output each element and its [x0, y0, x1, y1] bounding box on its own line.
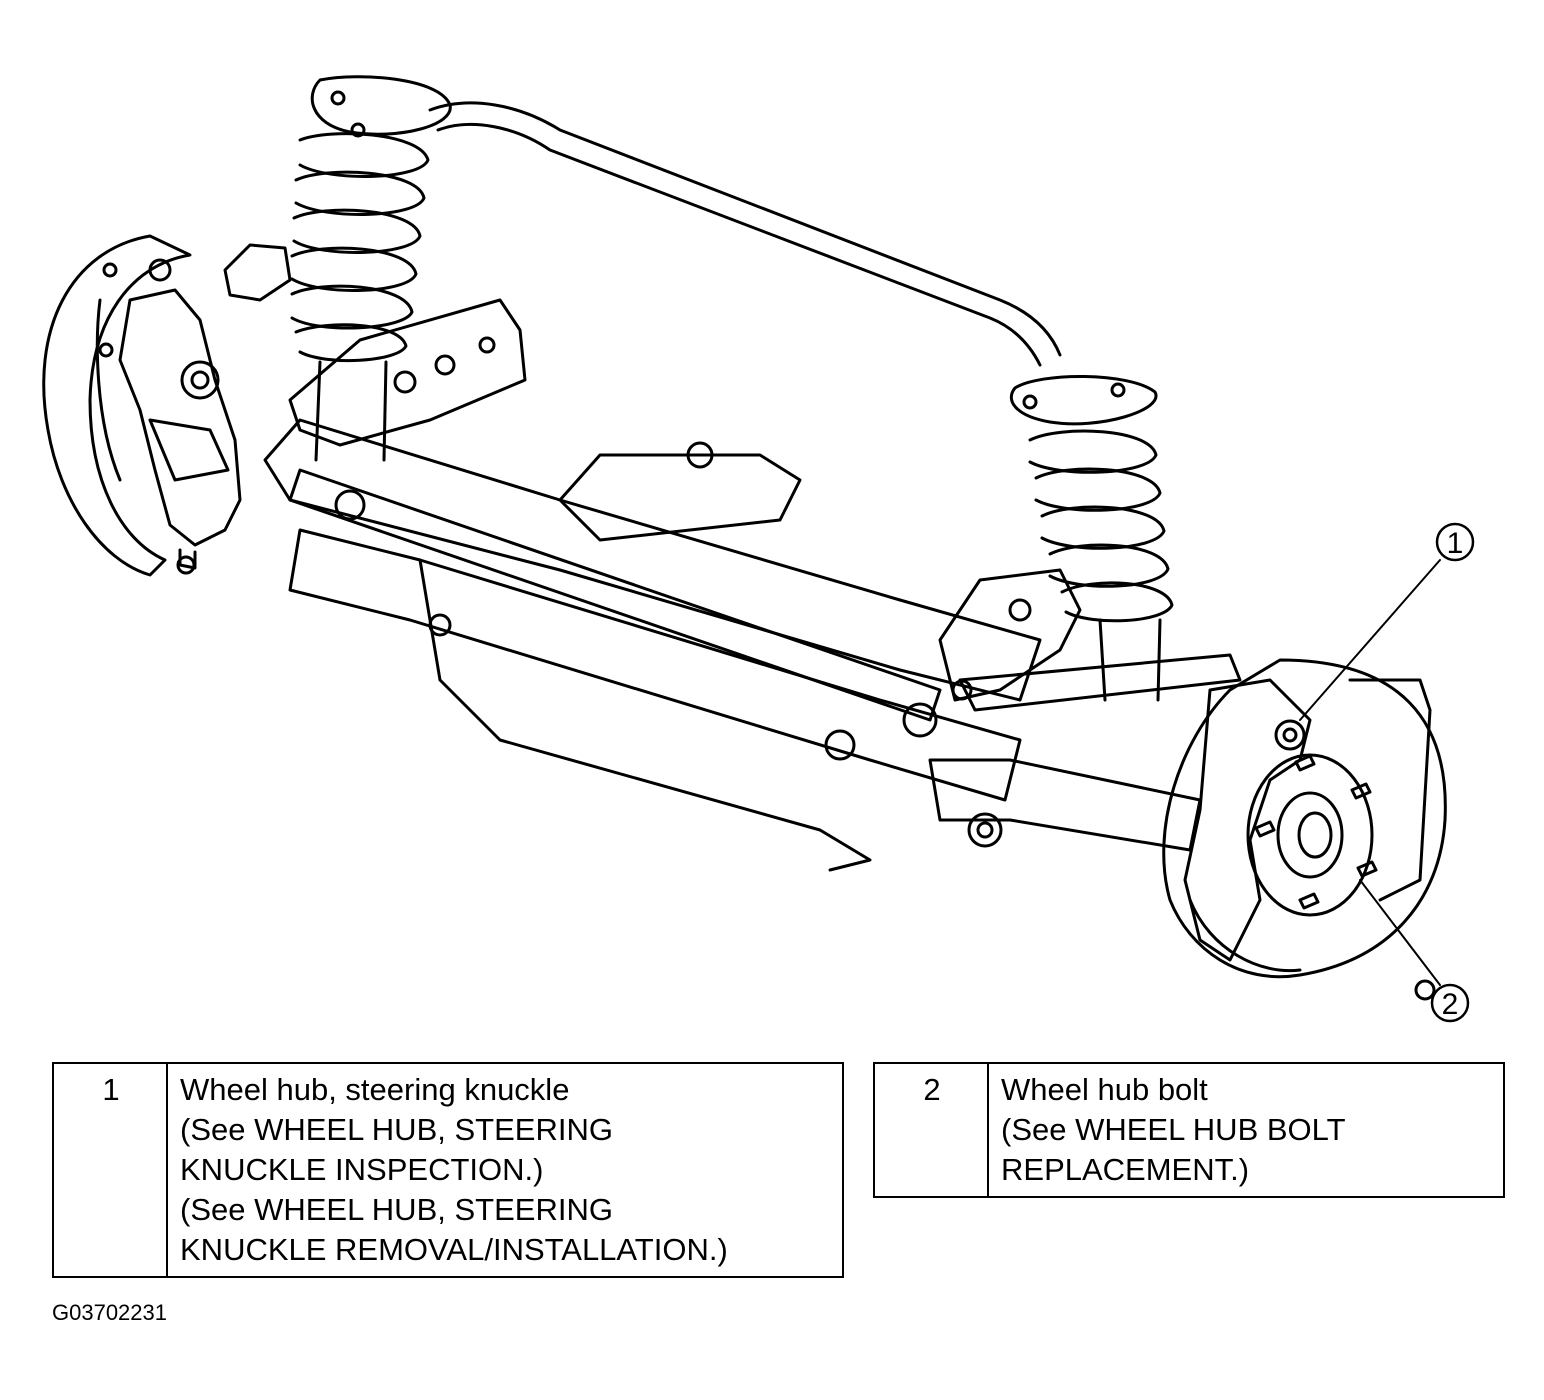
- stabilizer-bar: [428, 101, 1062, 367]
- legend-1-line: (See WHEEL HUB, STEERING: [180, 1112, 613, 1147]
- callout-1-circle: [1435, 522, 1475, 562]
- front-suspension-illustration: 1 2: [42, 75, 1475, 1023]
- left-brake-disc: [42, 234, 192, 577]
- figure-id: G03702231: [52, 1300, 167, 1325]
- legend-2-line: (See WHEEL HUB BOLT: [1001, 1112, 1346, 1147]
- legend-2-line: REPLACEMENT.): [1001, 1152, 1250, 1187]
- legend-1-line: KNUCKLE REMOVAL/INSTALLATION.): [180, 1232, 728, 1267]
- steering-rack: [288, 468, 942, 738]
- callout-2-label: 2: [1442, 988, 1459, 1021]
- legend-1-number: 1: [52, 1062, 168, 1278]
- callout-2-circle: [1430, 983, 1470, 1023]
- legend-table-1: 1 Wheel hub, steering knuckle (See WHEEL…: [52, 1062, 844, 1278]
- wheel-hub-bolts: [1254, 754, 1378, 910]
- legend-1-line: Wheel hub, steering knuckle: [180, 1072, 570, 1107]
- left-lower-ball-joint-nut: [176, 555, 196, 575]
- legend-2-line: Wheel hub bolt: [1001, 1072, 1208, 1107]
- right-upper-control-arm: [938, 568, 1242, 712]
- callout-2: 2: [1359, 879, 1470, 1023]
- callout-1-label: 1: [1447, 527, 1464, 560]
- front-crossmember: [263, 418, 1042, 872]
- right-wheel-hub: [1246, 753, 1374, 917]
- legend-2-number: 2: [873, 1062, 989, 1198]
- right-brake-disc: [1162, 658, 1447, 979]
- right-coil-spring: [1009, 374, 1174, 702]
- legend-2-description: Wheel hub bolt (See WHEEL HUB BOLT REPLA…: [987, 1062, 1505, 1198]
- left-upper-control-arm: [223, 243, 527, 447]
- legend-1-description: Wheel hub, steering knuckle (See WHEEL H…: [166, 1062, 844, 1278]
- callout-1: 1: [1299, 522, 1475, 721]
- left-coil-spring: [290, 75, 452, 462]
- legend-1-line: KNUCKLE INSPECTION.): [180, 1152, 544, 1187]
- legend-table-2: 2 Wheel hub bolt (See WHEEL HUB BOLT REP…: [873, 1062, 1505, 1198]
- legend-1-line: (See WHEEL HUB, STEERING: [180, 1192, 613, 1227]
- right-lower-ball-joint-nut: [1414, 979, 1436, 1001]
- right-lower-control-arm: [928, 758, 1202, 852]
- left-steering-knuckle: [118, 258, 242, 570]
